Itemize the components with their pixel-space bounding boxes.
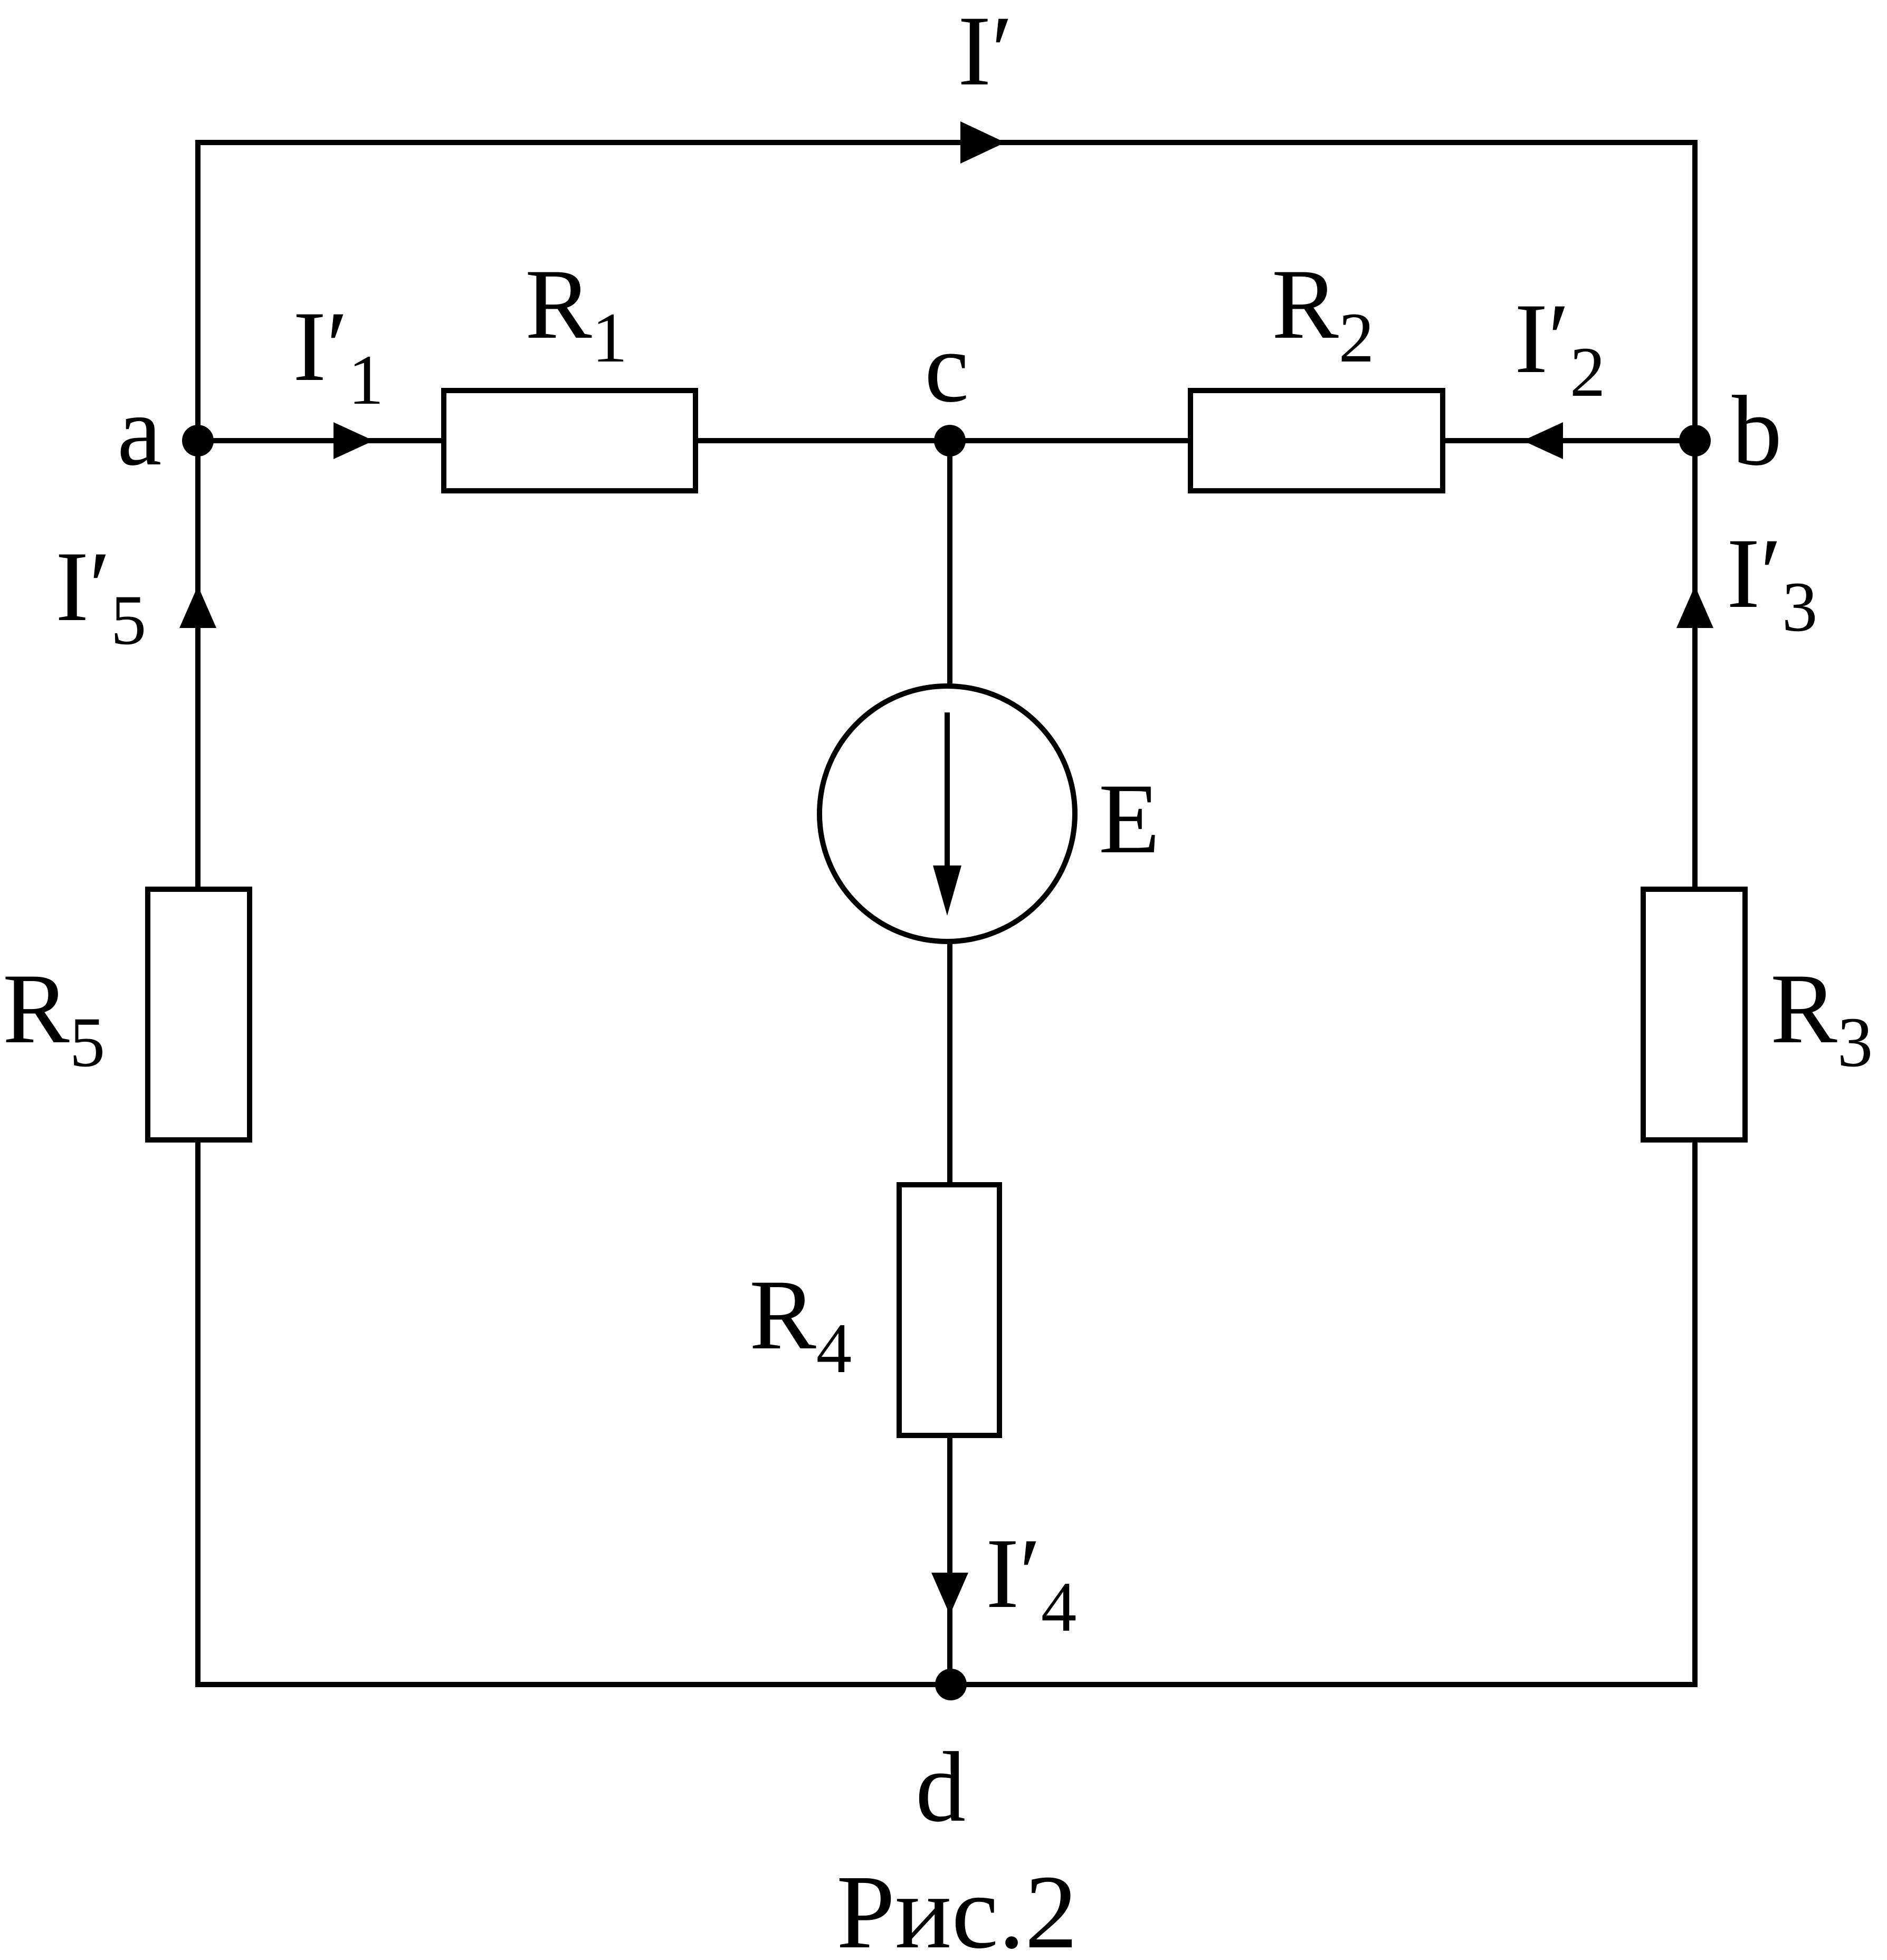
resistor-label-r4-sub: 4 bbox=[816, 1309, 852, 1388]
figure-caption: Рис.2 bbox=[836, 1854, 1078, 1960]
resistor-label-r1-base: R bbox=[525, 249, 592, 360]
current-label-i-total-base: I′ bbox=[958, 0, 1013, 107]
resistor-r1 bbox=[441, 388, 698, 493]
current-label-i4-sub: 4 bbox=[1041, 1568, 1077, 1647]
resistor-label-r3: R3 bbox=[1770, 954, 1873, 1082]
resistor-r4 bbox=[897, 1182, 1002, 1438]
arrow-i5 bbox=[179, 586, 216, 628]
resistor-r2 bbox=[1188, 388, 1445, 493]
resistor-label-r4: R4 bbox=[749, 1260, 852, 1388]
arrow-i2 bbox=[1523, 422, 1563, 459]
resistor-label-r4-base: R bbox=[749, 1260, 816, 1371]
current-label-i4: I′4 bbox=[986, 1518, 1076, 1647]
wire-right-lower bbox=[948, 1137, 1698, 1687]
resistor-label-r2-sub: 2 bbox=[1339, 299, 1375, 377]
current-label-i2-base: I′ bbox=[1514, 283, 1570, 394]
current-label-i2: I′2 bbox=[1514, 283, 1605, 412]
resistor-label-r5-base: R bbox=[3, 954, 70, 1064]
wire-left-lower bbox=[195, 1137, 954, 1687]
node-label-c: c bbox=[925, 312, 969, 423]
emf-arrow-head bbox=[933, 865, 961, 916]
wire-top bbox=[195, 140, 1698, 443]
resistor-label-r2-base: R bbox=[1272, 249, 1339, 360]
resistor-label-r5-sub: 5 bbox=[70, 1003, 106, 1082]
resistor-r3 bbox=[1641, 887, 1748, 1143]
arrow-i-total bbox=[960, 121, 1005, 164]
node-label-a: a bbox=[117, 376, 161, 487]
node-c-dot bbox=[934, 425, 966, 456]
arrow-i3 bbox=[1676, 586, 1713, 628]
current-label-i3: I′3 bbox=[1727, 518, 1817, 646]
current-label-i1: I′1 bbox=[293, 291, 384, 420]
current-label-i4-base: I′ bbox=[986, 1518, 1041, 1629]
current-label-i5: I′5 bbox=[55, 531, 146, 660]
resistor-label-r1: R1 bbox=[525, 249, 627, 377]
current-label-i1-sub: 1 bbox=[348, 341, 384, 420]
arrow-i4 bbox=[931, 1573, 968, 1615]
node-b-dot bbox=[1679, 425, 1711, 456]
current-label-i3-sub: 3 bbox=[1782, 568, 1818, 646]
resistor-label-r3-base: R bbox=[1770, 954, 1837, 1064]
current-label-i1-base: I′ bbox=[293, 291, 348, 402]
emf-label: E bbox=[1099, 764, 1160, 874]
arrow-i1 bbox=[333, 422, 374, 459]
current-label-i-total: I′ bbox=[958, 0, 1013, 107]
node-label-b: b bbox=[1732, 376, 1782, 487]
node-d-dot bbox=[935, 1669, 967, 1700]
resistor-r5 bbox=[145, 887, 252, 1143]
resistor-label-r2: R2 bbox=[1272, 249, 1374, 377]
resistor-label-r1-sub: 1 bbox=[592, 299, 628, 377]
emf-source-circle bbox=[817, 683, 1078, 944]
current-label-i2-sub: 2 bbox=[1570, 333, 1606, 412]
current-label-i5-sub: 5 bbox=[111, 581, 147, 660]
resistor-label-r3-sub: 3 bbox=[1837, 1003, 1873, 1082]
current-label-i5-base: I′ bbox=[55, 531, 111, 642]
resistor-label-r5: R5 bbox=[3, 954, 105, 1082]
node-label-d: d bbox=[916, 1732, 966, 1843]
current-label-i3-base: I′ bbox=[1727, 518, 1782, 629]
node-a-dot bbox=[182, 425, 214, 456]
